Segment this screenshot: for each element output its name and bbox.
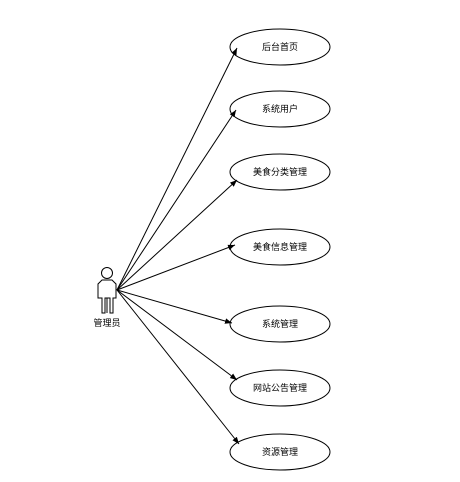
use-case-label: 美食分类管理 (253, 166, 307, 178)
use-case-resources[interactable]: 资源管理 (229, 433, 331, 471)
use-case-sys-users[interactable]: 系统用户 (229, 90, 331, 128)
use-case-label: 美食信息管理 (253, 241, 307, 253)
association-system (116, 289, 233, 324)
use-case-food-info[interactable]: 美食信息管理 (229, 228, 331, 266)
person-icon (97, 267, 117, 314)
association-food-info (116, 244, 236, 291)
association-notice (116, 289, 238, 381)
use-case-system[interactable]: 系统管理 (229, 305, 331, 343)
use-case-label: 系统管理 (262, 318, 298, 330)
use-case-home[interactable]: 后台首页 (229, 28, 331, 66)
use-case-notice[interactable]: 网站公告管理 (229, 369, 331, 407)
association-food-category (116, 179, 238, 291)
association-home (116, 47, 238, 291)
association-sys-users (116, 109, 237, 291)
actor[interactable]: 管理员 (93, 267, 121, 330)
use-case-label: 后台首页 (262, 41, 298, 53)
use-case-label: 网站公告管理 (253, 382, 307, 394)
actor-label: 管理员 (93, 317, 120, 329)
use-case-label: 系统用户 (262, 103, 298, 115)
association-resources (116, 289, 240, 445)
associations (116, 47, 240, 445)
use-case-food-category[interactable]: 美食分类管理 (229, 153, 331, 191)
use-case-label: 资源管理 (262, 446, 298, 458)
